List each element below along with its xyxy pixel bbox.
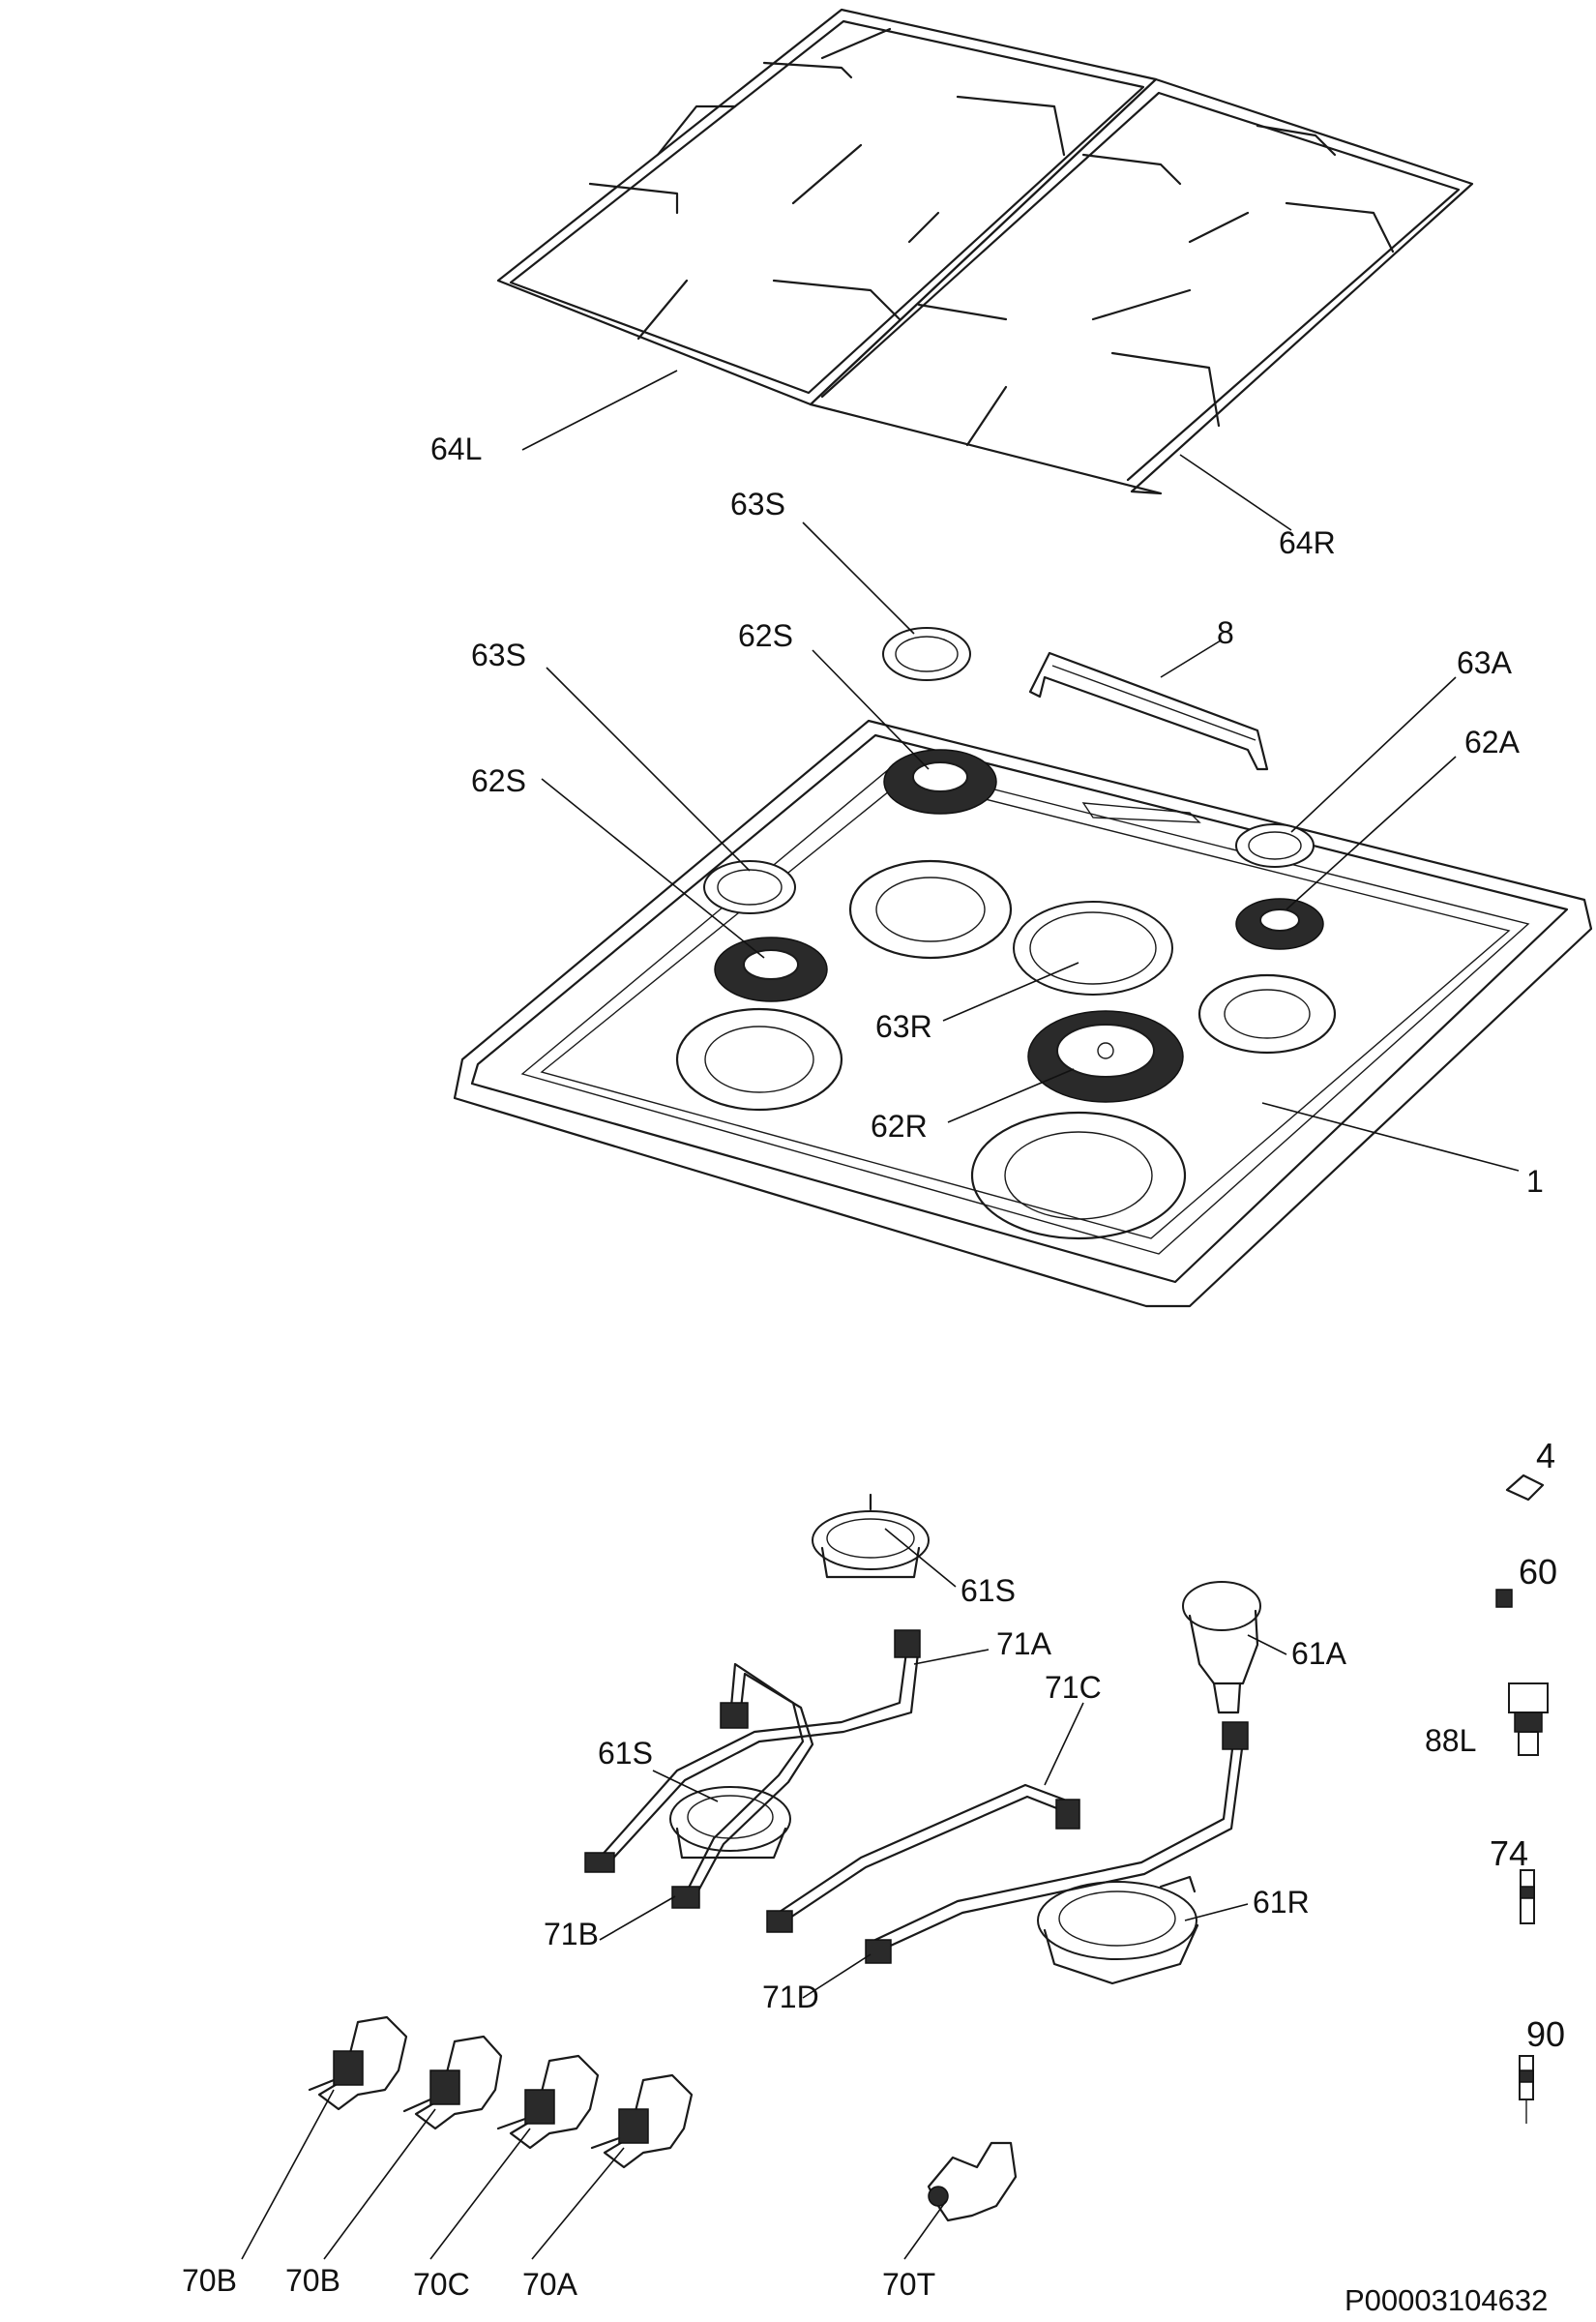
thermocouple-74: [1520, 1869, 1535, 1924]
burner-seat-rear-left: [848, 859, 1013, 960]
burner-body-61S-mid: [669, 1786, 791, 1860]
burner-cap-63R: [1013, 901, 1173, 996]
lid-bracket-8: [1028, 651, 1269, 771]
burner-cap-63S-left: [703, 860, 796, 914]
label-61R: 61R: [1253, 1885, 1310, 1920]
gas-tap-70C: [496, 2054, 600, 2150]
label-71B: 71B: [544, 1917, 599, 1951]
pan-support-right: [809, 77, 1474, 495]
gas-tap-70B-1: [308, 2015, 408, 2111]
label-90: 90: [1526, 2014, 1565, 2054]
pan-support-left: [496, 8, 1158, 406]
label-63S-left: 63S: [471, 638, 526, 672]
label-64L: 64L: [430, 432, 482, 466]
label-8: 8: [1217, 615, 1234, 650]
label-71D: 71D: [762, 1980, 819, 2014]
label-62R: 62R: [871, 1109, 928, 1144]
burner-seat-front-right: [970, 1111, 1187, 1240]
burner-crown-62R: [1027, 1010, 1184, 1103]
gas-tap-70A: [590, 2073, 694, 2169]
burner-body-61A: [1182, 1581, 1261, 1714]
label-70B-1: 70B: [182, 2263, 237, 2298]
label-74: 74: [1490, 1833, 1528, 1873]
nut-60: [1495, 1589, 1513, 1608]
label-60: 60: [1519, 1552, 1557, 1592]
label-71C: 71C: [1045, 1670, 1102, 1705]
label-61A: 61A: [1291, 1636, 1347, 1671]
burner-cap-63S-top: [882, 627, 971, 681]
label-62A: 62A: [1464, 725, 1521, 759]
label-63S-top: 63S: [730, 487, 785, 521]
burner-crown-62A: [1235, 898, 1324, 950]
label-71A: 71A: [996, 1626, 1052, 1661]
part-labels: 64L 64R 63S 8 63S 62S 63A 62A 62S 63R 62…: [182, 432, 1565, 2317]
label-62S-top: 62S: [738, 618, 793, 653]
burner-crown-62S-left: [714, 937, 828, 1002]
gas-tap-70B-2: [402, 2035, 503, 2130]
burner-body-61S-top: [812, 1493, 930, 1579]
gas-pipe-71D: [865, 1721, 1249, 1964]
label-1: 1: [1526, 1164, 1544, 1199]
label-4: 4: [1536, 1436, 1555, 1475]
gas-pipe-71B: [671, 1662, 814, 1909]
connector-88L: [1508, 1682, 1549, 1756]
burner-seat-front-left: [675, 1007, 843, 1112]
hob-top-panel: [453, 719, 1593, 1308]
label-61S-top: 61S: [961, 1573, 1016, 1608]
label-70A: 70A: [522, 2267, 578, 2302]
leader-lines: [241, 370, 1538, 2260]
burner-cap-63A: [1235, 823, 1315, 868]
label-88L: 88L: [1425, 1723, 1476, 1758]
gas-valve-70T: [927, 2141, 1018, 2222]
label-63R: 63R: [875, 1009, 932, 1044]
label-70B-2: 70B: [285, 2263, 340, 2298]
label-70T: 70T: [882, 2267, 935, 2302]
burner-crown-62S-top: [883, 749, 997, 815]
document-code: P00003104632: [1345, 2283, 1548, 2317]
burner-body-61R: [1037, 1875, 1199, 1985]
label-64R: 64R: [1279, 525, 1336, 560]
label-70C: 70C: [413, 2267, 470, 2302]
gas-pipe-71C: [766, 1783, 1080, 1933]
label-62S-left: 62S: [471, 763, 526, 798]
label-61S-mid: 61S: [598, 1736, 653, 1771]
label-63A: 63A: [1457, 645, 1513, 680]
burner-seat-rear-right: [1197, 973, 1337, 1055]
spark-plug-90: [1519, 2055, 1534, 2124]
clip-4: [1505, 1474, 1545, 1502]
